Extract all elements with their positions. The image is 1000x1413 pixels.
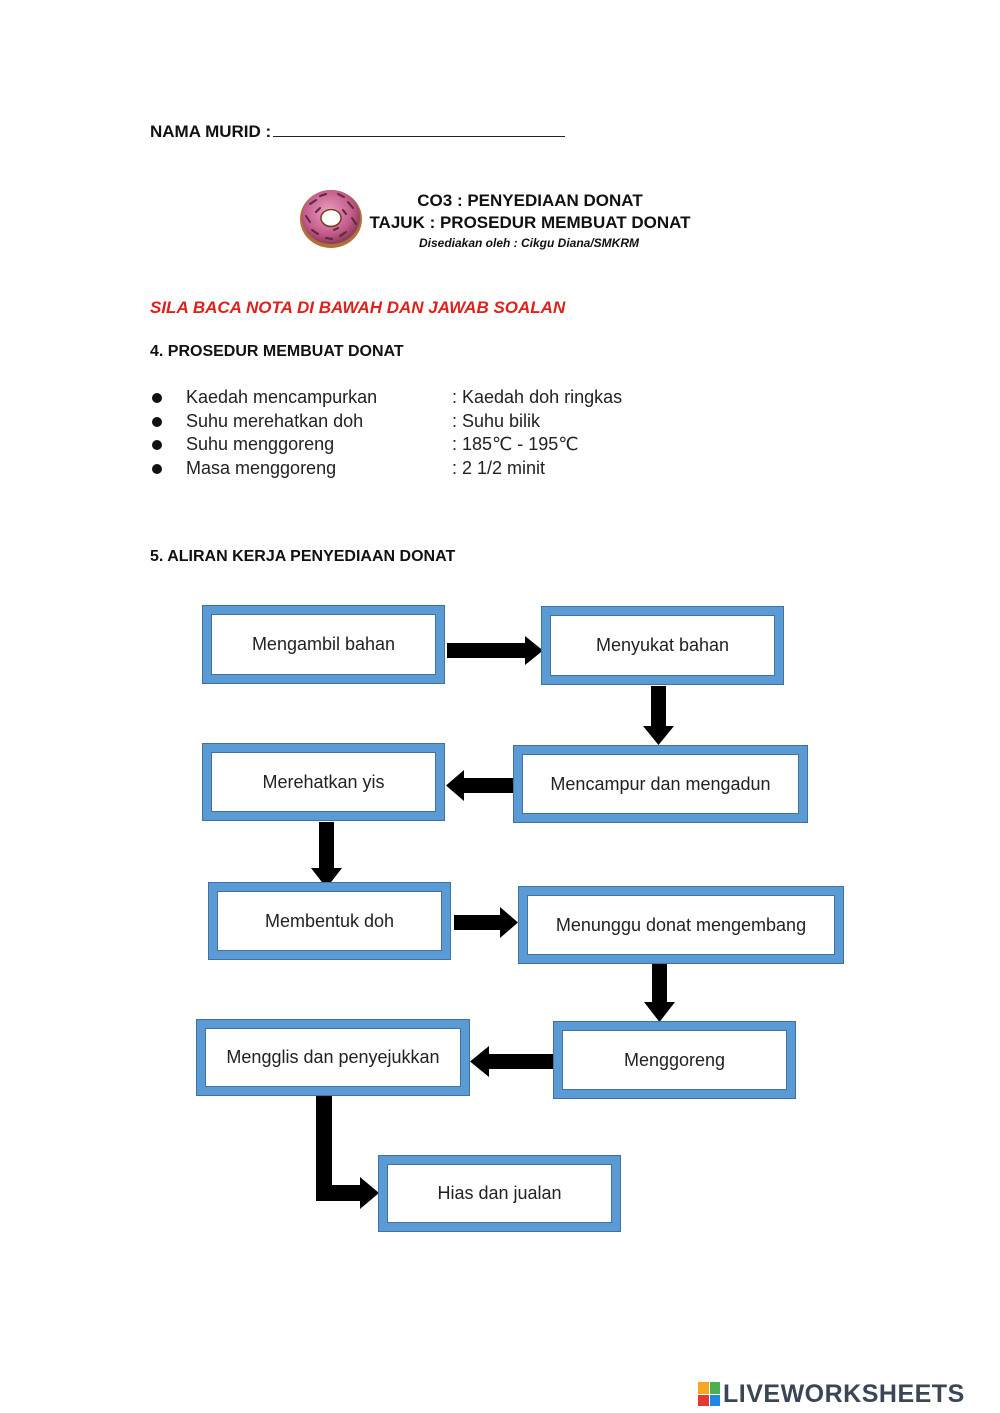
- section-4-title: 4. PROSEDUR MEMBUAT DONAT: [150, 343, 404, 360]
- arrow-right-icon: [454, 907, 518, 938]
- bullet-icon: [152, 440, 162, 450]
- flow-step-4: Merehatkan yis: [202, 743, 445, 821]
- arrow-down-icon: [643, 686, 674, 745]
- brand-name: LIVEWORKSHEETS: [723, 1379, 965, 1408]
- flow-step-7: Menggoreng: [553, 1021, 796, 1099]
- arrow-elbow-icon: [316, 1096, 379, 1209]
- worksheet-byline: Disediakan oleh : Cikgu Diana/SMKRM: [418, 236, 640, 250]
- student-name-blank[interactable]: [273, 122, 566, 137]
- worksheet-topic: TAJUK : PROSEDUR MEMBUAT DONAT: [369, 213, 691, 232]
- arrow-left-icon: [446, 770, 515, 801]
- liveworksheets-logo-icon: [698, 1382, 720, 1406]
- flow-step-8: Mengglis dan penyejukkan: [196, 1019, 470, 1096]
- donut-icon: [300, 190, 362, 248]
- liveworksheets-brand: LIVEWORKSHEETS: [698, 1379, 965, 1409]
- flow-step-5: Membentuk doh: [208, 882, 451, 960]
- instruction-text: SILA BACA NOTA DI BAWAH DAN JAWAB SOALAN: [150, 298, 566, 317]
- section-5-title: 5. ALIRAN KERJA PENYEDIAAN DONAT: [150, 548, 456, 565]
- flow-step-3: Mencampur dan mengadun: [513, 745, 808, 823]
- student-name-label: NAMA MURID :: [150, 122, 272, 141]
- flow-step-2: Menyukat bahan: [541, 606, 784, 685]
- bullet-icon: [152, 463, 162, 474]
- bullet-icon: [152, 393, 162, 403]
- arrow-right-icon: [447, 636, 543, 665]
- flow-step-1: Mengambil bahan: [202, 605, 445, 684]
- worksheet-title: CO3 : PENYEDIAAN DONAT: [417, 191, 643, 210]
- arrow-down-icon: [311, 822, 342, 888]
- arrow-down-icon: [644, 964, 675, 1022]
- flow-step-6: Menunggu donat mengembang: [518, 886, 844, 964]
- flow-step-9: Hias dan jualan: [378, 1155, 621, 1232]
- arrow-left-icon: [470, 1046, 553, 1077]
- student-name-field: NAMA MURID :: [150, 122, 566, 142]
- bullet-icon: [152, 416, 162, 427]
